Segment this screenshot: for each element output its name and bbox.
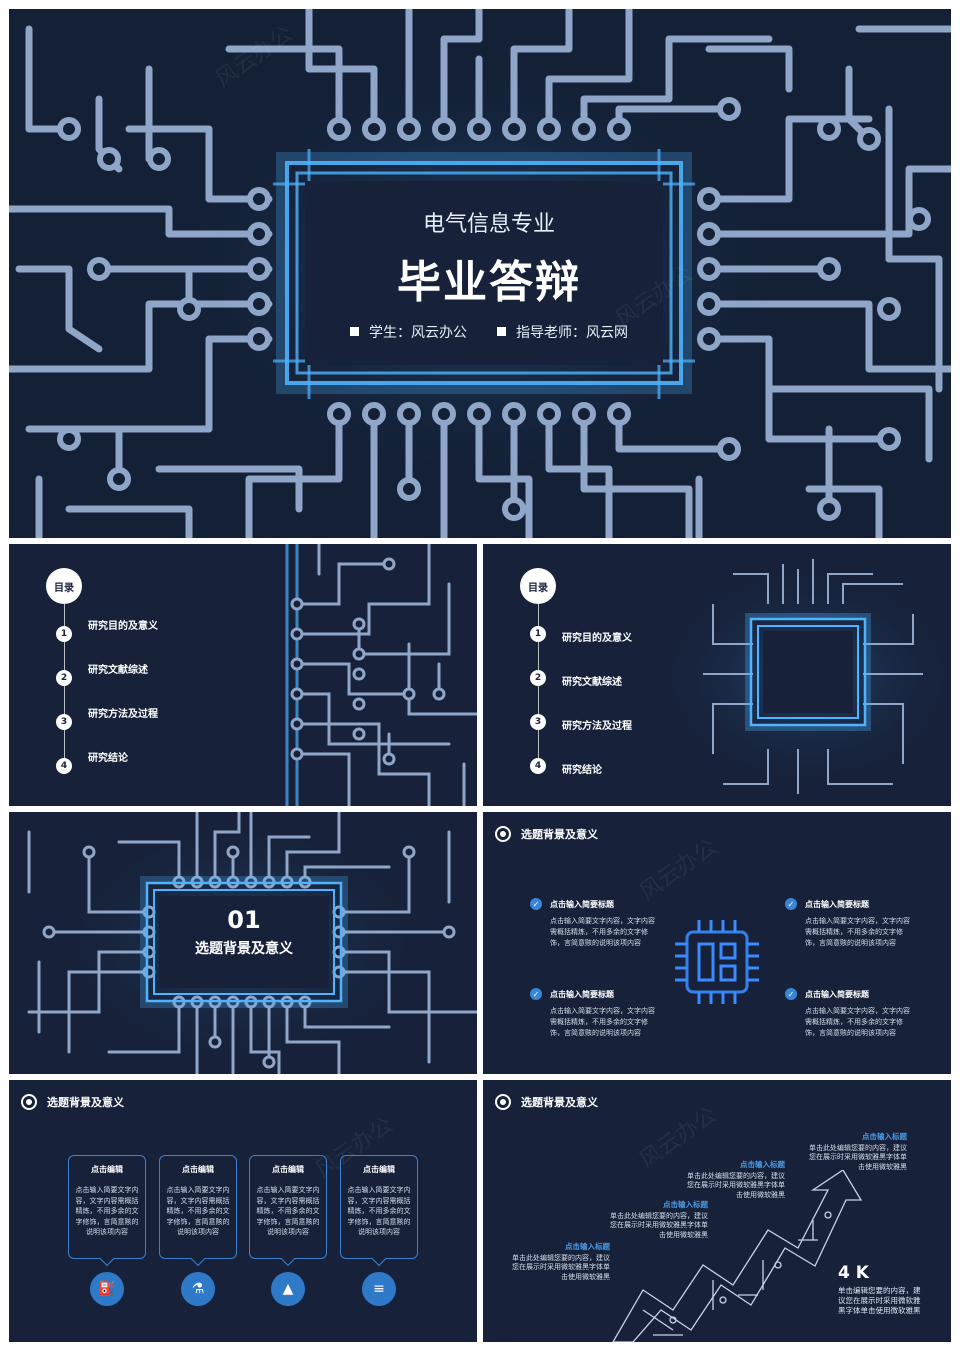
info-card[interactable]: 点击编辑 点击输入简要文字内容，文字内容需概括精炼，不用多余的文字修饰，言简意赅… bbox=[68, 1155, 146, 1267]
cover-title: 毕业答辩 bbox=[397, 257, 581, 308]
oil-pump-icon: ⛽ bbox=[90, 1272, 124, 1306]
circuit-background bbox=[27, 812, 477, 1074]
toc-item-4[interactable]: 研究结论 bbox=[562, 765, 602, 776]
flask-icon: ⚗ bbox=[181, 1272, 215, 1306]
target-icon bbox=[495, 826, 511, 842]
toc-number: 4 bbox=[56, 758, 72, 774]
cover-text-block: 电气信息专业 毕业答辩 学生：风云办公 指导老师：风云网 bbox=[309, 184, 669, 384]
check-icon: ✓ bbox=[530, 988, 542, 1000]
feature-item[interactable]: ✓点击输入简要标题 点击输入简要文字内容，文字内容需概括精炼，不用多余的文字修饰… bbox=[785, 898, 915, 949]
feature-item[interactable]: ✓点击输入简要标题 点击输入简要文字内容，文字内容需概括精炼，不用多余的文字修饰… bbox=[530, 988, 660, 1039]
highlight-description: 单击编辑您要的内容，建议您在展示时采用微软雅黑字体单击使用微软雅黑 bbox=[838, 1286, 921, 1315]
advisor-info: 指导老师：风云网 bbox=[497, 322, 628, 342]
highlight-value: 4 K bbox=[838, 1263, 869, 1283]
cover-slide[interactable]: 风云办公 风云办公 电气信息专业 毕业答辩 学生：风云办公 指导老师：风云网 bbox=[9, 9, 951, 538]
slide-heading: 选题背景及意义 bbox=[521, 828, 598, 841]
growth-step-1[interactable]: 点击输入标题 单击此处编辑您要的内容，建议您在展示时采用微软雅黑字体单击使用微软… bbox=[512, 1242, 610, 1281]
toc-slide-1[interactable]: 目录 1 研究目的及意义 2 研究文献综述 3 研究方法及过程 4 研究结论 bbox=[9, 544, 477, 806]
feature-item[interactable]: ✓点击输入简要标题 点击输入简要文字内容，文字内容需概括精炼，不用多余的文字修饰… bbox=[530, 898, 660, 949]
toc-badge: 目录 bbox=[520, 568, 556, 604]
slide-heading: 选题背景及意义 bbox=[47, 1096, 124, 1109]
check-icon: ✓ bbox=[530, 898, 542, 910]
slide-heading: 选题背景及意义 bbox=[521, 1096, 598, 1109]
toc-item-2[interactable]: 研究文献综述 bbox=[88, 665, 148, 676]
section-slide[interactable]: 01 选题背景及意义 bbox=[9, 812, 477, 1074]
target-icon bbox=[495, 1094, 511, 1110]
cpu-icon bbox=[675, 920, 759, 1004]
square-bullet-icon bbox=[350, 327, 359, 336]
cover-subtitle: 电气信息专业 bbox=[422, 212, 555, 237]
feature-item[interactable]: ✓点击输入简要标题 点击输入简要文字内容，文字内容需概括精炼，不用多余的文字修饰… bbox=[785, 988, 915, 1039]
growth-arrow-illustration bbox=[612, 1170, 863, 1342]
info-card[interactable]: 点击编辑 点击输入简要文字内容，文字内容需概括精炼，不用多余的文字修饰，言简意赅… bbox=[340, 1155, 418, 1267]
toc-item-1[interactable]: 研究目的及意义 bbox=[562, 633, 632, 644]
toc-timeline bbox=[538, 604, 539, 774]
toc-number: 1 bbox=[530, 626, 546, 642]
info-card[interactable]: 点击编辑 点击输入简要文字内容，文字内容需概括精炼，不用多余的文字修饰，言简意赅… bbox=[249, 1155, 327, 1267]
chip-illustration bbox=[658, 559, 951, 794]
growth-step-2[interactable]: 点击输入标题 单击此处编辑您要的内容，建议您在展示时采用微软雅黑字体单击使用微软… bbox=[610, 1200, 708, 1239]
books-icon: ≡ bbox=[362, 1272, 396, 1306]
growth-step-3[interactable]: 点击输入标题 单击此处编辑您要的内容，建议您在展示时采用微软雅黑字体单击使用微软… bbox=[687, 1160, 785, 1199]
growth-step-4[interactable]: 点击输入标题 单击此处编辑您要的内容，建议您在展示时采用微软雅黑字体单击使用微软… bbox=[809, 1132, 907, 1171]
circuit-background bbox=[9, 9, 951, 538]
mountain-icon: ▲ bbox=[271, 1272, 305, 1306]
slide-header: 选题背景及意义 bbox=[495, 826, 598, 842]
toc-number: 1 bbox=[56, 626, 72, 642]
features-slide[interactable]: 选题背景及意义 风云办公 ✓点击输入简要标题 点击输入简要文字内容，文字内容需概… bbox=[483, 812, 951, 1074]
section-title-block: 01 选题背景及意义 bbox=[159, 906, 329, 958]
cards-slide[interactable]: 选题背景及意义 风云办公 点击编辑 点击输入简要文字内容，文字内容需概括精炼，不… bbox=[9, 1080, 477, 1342]
toc-number: 2 bbox=[530, 670, 546, 686]
toc-number: 3 bbox=[530, 714, 546, 730]
growth-slide[interactable]: 选题背景及意义 风云办公 点击输入标题 单击此处编辑您要的内容，建议您在展示时采… bbox=[483, 1080, 951, 1342]
toc-number: 2 bbox=[56, 670, 72, 686]
toc-item-1[interactable]: 研究目的及意义 bbox=[88, 621, 158, 632]
square-bullet-icon bbox=[497, 327, 506, 336]
toc-item-3[interactable]: 研究方法及过程 bbox=[88, 709, 158, 720]
slide-header: 选题背景及意义 bbox=[495, 1094, 598, 1110]
slide-header: 选题背景及意义 bbox=[21, 1094, 124, 1110]
cover-meta: 学生：风云办公 指导老师：风云网 bbox=[309, 322, 669, 342]
section-number: 01 bbox=[227, 906, 261, 934]
toc-item-3[interactable]: 研究方法及过程 bbox=[562, 721, 632, 732]
circuit-background bbox=[285, 544, 477, 806]
toc-number: 4 bbox=[530, 758, 546, 774]
toc-item-4[interactable]: 研究结论 bbox=[88, 753, 128, 764]
section-title: 选题背景及意义 bbox=[195, 941, 293, 957]
check-icon: ✓ bbox=[785, 988, 797, 1000]
toc-number: 3 bbox=[56, 714, 72, 730]
toc-item-2[interactable]: 研究文献综述 bbox=[562, 677, 622, 688]
check-icon: ✓ bbox=[785, 898, 797, 910]
watermark: 风云办公 bbox=[635, 834, 722, 906]
student-info: 学生：风云办公 bbox=[350, 322, 467, 342]
info-card[interactable]: 点击编辑 点击输入简要文字内容，文字内容需概括精炼，不用多余的文字修饰，言简意赅… bbox=[159, 1155, 237, 1267]
toc-badge: 目录 bbox=[46, 568, 82, 604]
target-icon bbox=[21, 1094, 37, 1110]
toc-slide-2[interactable]: 目录 1 研究目的及意义 2 研究文献综述 3 研究方法及过程 4 研究结论 bbox=[483, 544, 951, 806]
